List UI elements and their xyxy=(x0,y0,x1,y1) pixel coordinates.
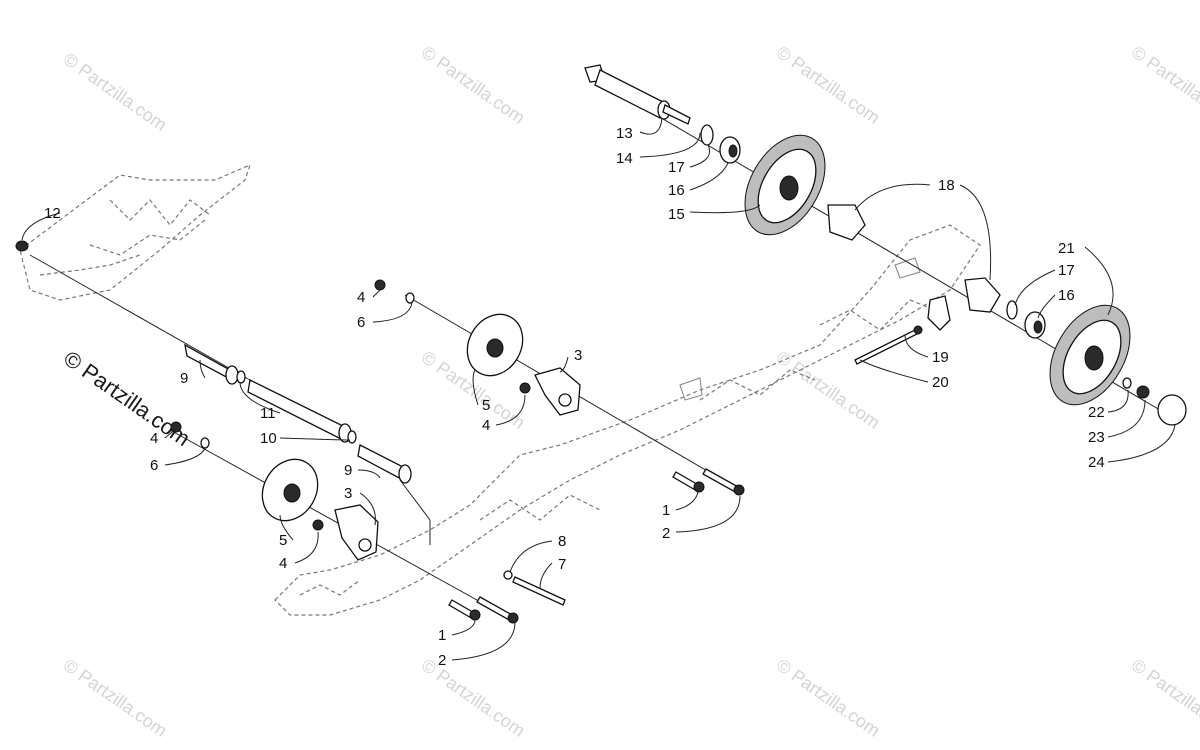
callout-1b: 1 xyxy=(438,627,446,644)
callout-11: 11 xyxy=(260,405,276,422)
watermark: © Partzilla.com xyxy=(1128,655,1200,741)
callout-3b: 3 xyxy=(344,485,352,502)
callout-21: 21 xyxy=(1058,240,1075,257)
watermark: © Partzilla.com xyxy=(773,347,884,433)
watermark: © Partzilla.com xyxy=(773,655,884,741)
callout-3: 3 xyxy=(574,347,582,364)
callout-4c: 4 xyxy=(150,430,158,447)
watermark: © Partzilla.com xyxy=(773,42,884,128)
callout-9b: 9 xyxy=(344,462,352,479)
bracket-3 xyxy=(534,367,581,416)
callout-6: 6 xyxy=(357,314,365,331)
lower-idler-group xyxy=(170,421,379,561)
callout-4d: 4 xyxy=(279,555,287,572)
callout-15: 15 xyxy=(668,206,685,223)
ring-17 xyxy=(700,124,714,146)
callout-17: 17 xyxy=(668,159,685,176)
washer-10b xyxy=(347,430,357,444)
callout-17b: 17 xyxy=(1058,262,1075,279)
watermark: © Partzilla.com xyxy=(418,42,529,128)
callout-16b: 16 xyxy=(1058,287,1075,304)
washer-10 xyxy=(236,370,246,384)
callout-4b: 4 xyxy=(482,417,490,434)
callout-5: 5 xyxy=(482,397,490,414)
watermark: © Partzilla.com xyxy=(60,49,171,135)
callout-labels: 12 13 14 17 16 15 18 21 17 16 19 20 22 2… xyxy=(44,125,1105,669)
callout-6b: 6 xyxy=(150,457,158,474)
middle-idler-group xyxy=(374,279,581,416)
washer-22 xyxy=(1122,377,1132,389)
callout-7: 7 xyxy=(558,556,566,573)
callout-8: 8 xyxy=(558,533,566,550)
watermark-layer: © Partzilla.com © Partzilla.com © Partzi… xyxy=(60,42,1200,741)
bolt-23 xyxy=(1136,385,1150,399)
callout-16: 16 xyxy=(668,182,685,199)
callout-23: 23 xyxy=(1088,429,1105,446)
callout-12: 12 xyxy=(44,205,61,222)
callout-2: 2 xyxy=(662,525,670,542)
callout-14: 14 xyxy=(616,150,633,167)
nut-12 xyxy=(15,240,29,252)
callout-18: 18 xyxy=(938,177,955,194)
callout-24: 24 xyxy=(1088,454,1105,471)
partzilla-watermark: © Partzilla.com xyxy=(59,346,195,452)
watermark: © Partzilla.com xyxy=(60,655,171,741)
hub-18 xyxy=(827,204,866,241)
leader-lines xyxy=(21,117,1176,661)
callout-13: 13 xyxy=(616,125,633,142)
callout-20: 20 xyxy=(932,374,949,391)
callout-1: 1 xyxy=(662,502,670,519)
rear-axle-group xyxy=(584,64,1187,426)
watermark: © Partzilla.com xyxy=(1128,42,1200,128)
bolts xyxy=(448,325,923,624)
assembly-centerlines xyxy=(29,84,1161,611)
callout-9: 9 xyxy=(180,370,188,387)
callout-19: 19 xyxy=(932,349,949,366)
callout-4: 4 xyxy=(357,289,365,306)
hub-18b xyxy=(964,277,1001,313)
watermark: © Partzilla.com xyxy=(418,655,529,741)
bolt-7 xyxy=(512,576,566,606)
bolt-20 xyxy=(854,329,918,365)
front-axle-group xyxy=(15,240,412,484)
callout-22: 22 xyxy=(1088,404,1105,421)
callout-10: 10 xyxy=(260,430,277,447)
callout-2b: 2 xyxy=(438,652,446,669)
bracket-3b xyxy=(334,504,379,561)
axle-13 xyxy=(594,69,666,119)
spacer-9-upper xyxy=(184,343,239,385)
cap-24 xyxy=(1157,394,1187,426)
callout-5b: 5 xyxy=(279,532,287,549)
rear-suspension-rails xyxy=(19,163,981,616)
spacer-9-lower xyxy=(357,444,412,484)
